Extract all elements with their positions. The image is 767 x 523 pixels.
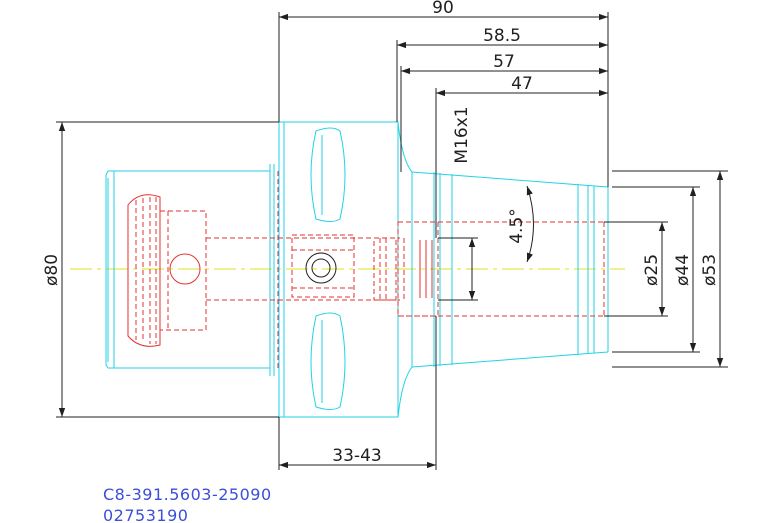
order-number: 02753190 bbox=[103, 506, 188, 523]
dimension-lines bbox=[56, 12, 728, 470]
dim-diameter-44: ø44 bbox=[673, 254, 693, 286]
dim-diameter-25: ø25 bbox=[642, 254, 662, 286]
dim-clamp-range: 33-43 bbox=[332, 446, 381, 466]
dim-length-57: 57 bbox=[493, 52, 515, 72]
shank-outline bbox=[105, 164, 275, 376]
drive-slot-lower bbox=[310, 312, 346, 410]
dim-overall-length: 90 bbox=[432, 0, 454, 18]
dim-diameter-53: ø53 bbox=[700, 254, 720, 286]
dim-taper-angle: 4.5° bbox=[507, 208, 527, 244]
hidden-features bbox=[127, 171, 612, 368]
dim-length-47: 47 bbox=[511, 74, 533, 94]
taper-outline bbox=[397, 121, 609, 418]
drive-slot-upper bbox=[310, 127, 346, 222]
dim-diameter-80: ø80 bbox=[42, 254, 62, 286]
dim-length-58-5: 58.5 bbox=[483, 26, 521, 46]
set-screw bbox=[305, 252, 337, 284]
part-number: C8-391.5603-25090 bbox=[103, 485, 272, 504]
dim-thread: M16x1 bbox=[452, 106, 472, 163]
